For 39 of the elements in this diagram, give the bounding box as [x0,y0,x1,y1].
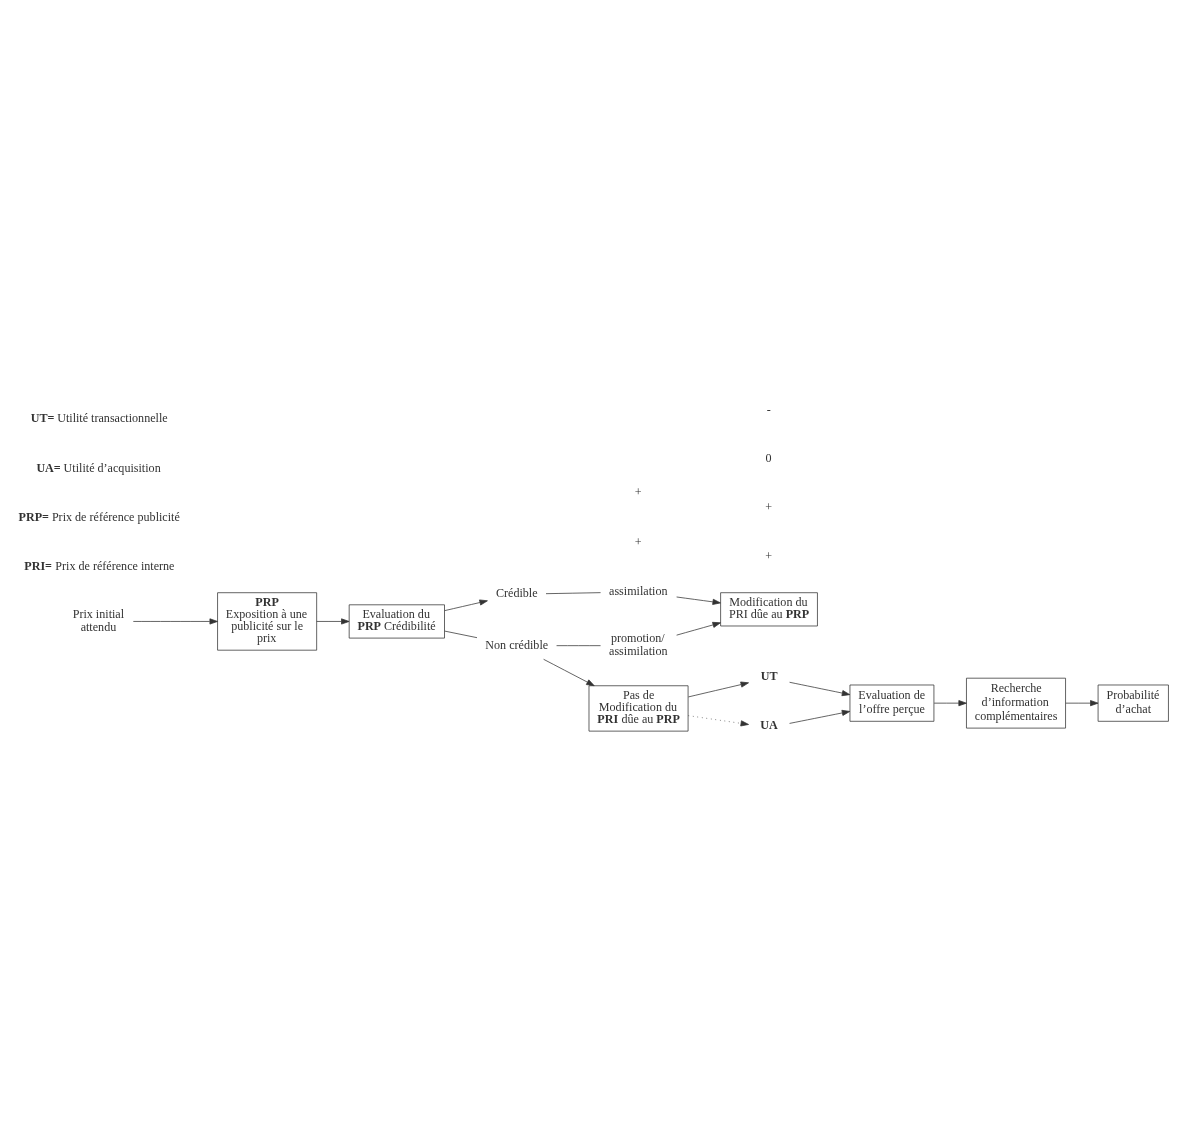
arrow [688,681,749,698]
arrow [933,700,967,707]
label: PRP= Prix de référence publicité [18,509,180,524]
node-text: Crédible [495,586,538,601]
arrow [543,658,595,687]
arrow [676,621,721,636]
node-box: Evaluation du PRP Crédibilité [348,604,445,639]
arrow [444,599,488,611]
label: 0 [765,450,772,465]
node-box: PRP Exposition à une publicité sur le prix [217,592,318,651]
connector [545,592,601,595]
label: + [765,499,773,514]
node-box: Modification du PRI dûe au PRP [720,592,818,627]
arrow [789,709,851,724]
node-box: Recherche d’information complémentaires [966,677,1066,729]
arrow [789,681,851,697]
arrow [316,618,350,625]
label: UT= Utilité transactionnelle [30,411,168,426]
label: + [634,534,642,549]
node-text: promotion/ assimilation [609,630,668,659]
node-box: Probabilité d’achat [1097,684,1169,722]
node-text: UA [760,718,778,733]
arrow [132,618,218,625]
label: PRI= Prix de référence interne [24,558,175,573]
node-box: Pas de Modification du PRI dûe au PRP [588,685,689,732]
arrow [688,715,749,727]
node-text: Non crédible [485,637,549,652]
arrow [676,596,721,605]
arrow [1065,700,1099,707]
node-box: Evaluation de l’offre perçue [849,684,935,722]
label: + [634,485,642,500]
node-text: Prix initial attendu [72,606,125,635]
connector [556,645,601,647]
label: - [766,401,771,416]
label: UA= Utilité d’acquisition [36,460,161,475]
label: + [765,549,773,564]
node-text: assimilation [609,583,668,598]
node-text: UT [760,669,778,684]
connector [444,630,478,639]
